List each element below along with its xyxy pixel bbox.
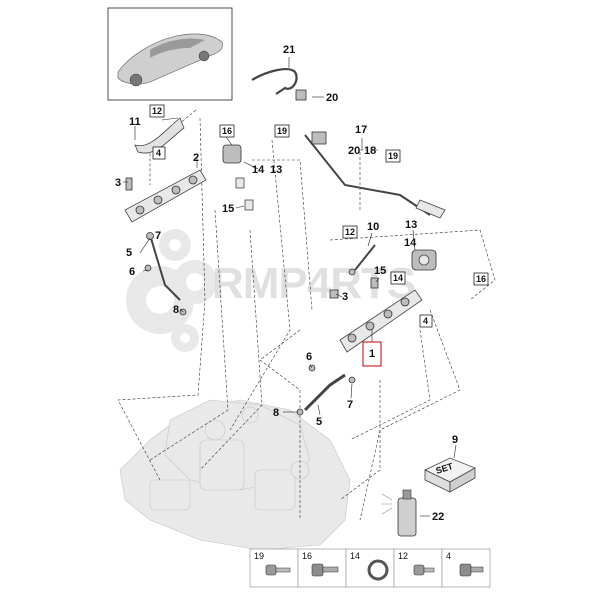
repair-kit-box[interactable]: SET <box>424 457 476 493</box>
callout-13-left[interactable]: 13 <box>270 164 282 176</box>
callout-7-right[interactable]: 7 <box>347 399 353 411</box>
callout-14-small-box <box>390 271 406 285</box>
fuel-line-17[interactable] <box>304 131 446 219</box>
engine-block-illustration <box>119 399 351 551</box>
callout-4-left[interactable]: 4 <box>156 148 161 158</box>
callout-16-left-box <box>219 124 235 138</box>
callout-5-left[interactable]: 5 <box>126 247 132 259</box>
fuel-rail-right-1[interactable] <box>339 289 423 353</box>
bolt-icon-12[interactable] <box>413 564 435 576</box>
callout-12-right[interactable]: 12 <box>345 227 355 237</box>
fuel-rail-left[interactable] <box>124 169 207 223</box>
vehicle-thumbnail <box>107 7 233 101</box>
callout-9[interactable]: 9 <box>452 434 458 446</box>
callout-19-top-box <box>274 124 290 138</box>
callout-17[interactable]: 17 <box>355 124 367 136</box>
callout-7-left[interactable]: 7 <box>155 230 161 242</box>
callout-2[interactable]: 2 <box>193 152 199 164</box>
pressure-sensor-left[interactable] <box>222 144 254 211</box>
callout-6-left[interactable]: 6 <box>129 266 135 278</box>
fuel-line-left[interactable] <box>134 117 185 154</box>
callout-20-right[interactable]: 20 <box>348 145 360 157</box>
parts-legend: 19 16 14 12 4 <box>249 548 491 588</box>
spray-can[interactable] <box>381 489 417 537</box>
callout-10[interactable]: 10 <box>367 221 379 233</box>
callout-8-left[interactable]: 8 <box>173 304 179 316</box>
bolt-15-right[interactable] <box>370 277 379 289</box>
callout-4-right[interactable]: 4 <box>423 316 428 326</box>
bolt-3-left[interactable] <box>125 177 133 191</box>
watermark-gear-icon <box>126 229 217 352</box>
bolt-icon-4[interactable] <box>459 563 484 577</box>
callout-19-right[interactable]: 19 <box>388 151 398 161</box>
leader-lines <box>123 57 457 517</box>
bolt-3-right[interactable] <box>329 289 339 299</box>
callout-14-small[interactable]: 14 <box>393 273 403 283</box>
callout-4-left-box <box>152 146 166 160</box>
callout-14-left[interactable]: 14 <box>252 164 265 176</box>
callout-21[interactable]: 21 <box>283 44 295 56</box>
callout-4-right-box <box>419 314 433 328</box>
o-ring-icon-14[interactable] <box>367 559 389 581</box>
callout-16-right-box <box>473 272 489 286</box>
callout-3-left[interactable]: 3 <box>115 177 121 189</box>
watermark-text: RMP4RTS <box>212 259 415 308</box>
callout-19-top[interactable]: 19 <box>277 126 287 136</box>
callout-3-right[interactable]: 3 <box>342 291 348 303</box>
bolt-icon-16[interactable] <box>311 563 339 577</box>
callout-20-top[interactable]: 20 <box>326 92 338 104</box>
callout-18[interactable]: 18 <box>364 145 376 157</box>
callout-12-left[interactable]: 12 <box>152 106 162 116</box>
legend-label-12: 12 <box>398 551 408 561</box>
harness-outlines <box>117 109 496 521</box>
callout-16-right[interactable]: 16 <box>476 274 486 284</box>
legend-label-14: 14 <box>350 551 360 561</box>
legend-label-19: 19 <box>254 551 264 561</box>
callout-1-box <box>362 341 382 367</box>
callout-15-left[interactable]: 15 <box>222 203 234 215</box>
callout-6-right[interactable]: 6 <box>306 351 312 363</box>
bolt-icon-19[interactable] <box>265 564 291 576</box>
callout-12-left-box <box>149 104 165 118</box>
callout-22[interactable]: 22 <box>432 511 444 523</box>
vacuum-hose-21[interactable] <box>251 68 307 101</box>
callout-5-right[interactable]: 5 <box>316 416 322 428</box>
injector-line-left[interactable] <box>144 232 187 316</box>
callout-13-right[interactable]: 13 <box>405 219 417 231</box>
callouts: 21 20 12 11 16 19 17 20 18 19 4 2 14 13 … <box>115 44 489 523</box>
callout-8-right[interactable]: 8 <box>273 407 279 419</box>
callout-19-right-box <box>385 149 401 163</box>
callout-15-right[interactable]: 15 <box>374 265 386 277</box>
pressure-sensor-right[interactable] <box>411 249 437 271</box>
callout-16-left[interactable]: 16 <box>222 126 232 136</box>
callout-1[interactable]: 1 <box>369 348 375 360</box>
fuel-line-10[interactable] <box>348 244 376 276</box>
callout-11[interactable]: 11 <box>129 116 141 128</box>
callout-14-right[interactable]: 14 <box>404 237 417 249</box>
legend-label-4: 4 <box>446 551 451 561</box>
legend-label-16: 16 <box>302 551 312 561</box>
callout-12-right-box <box>342 225 358 239</box>
